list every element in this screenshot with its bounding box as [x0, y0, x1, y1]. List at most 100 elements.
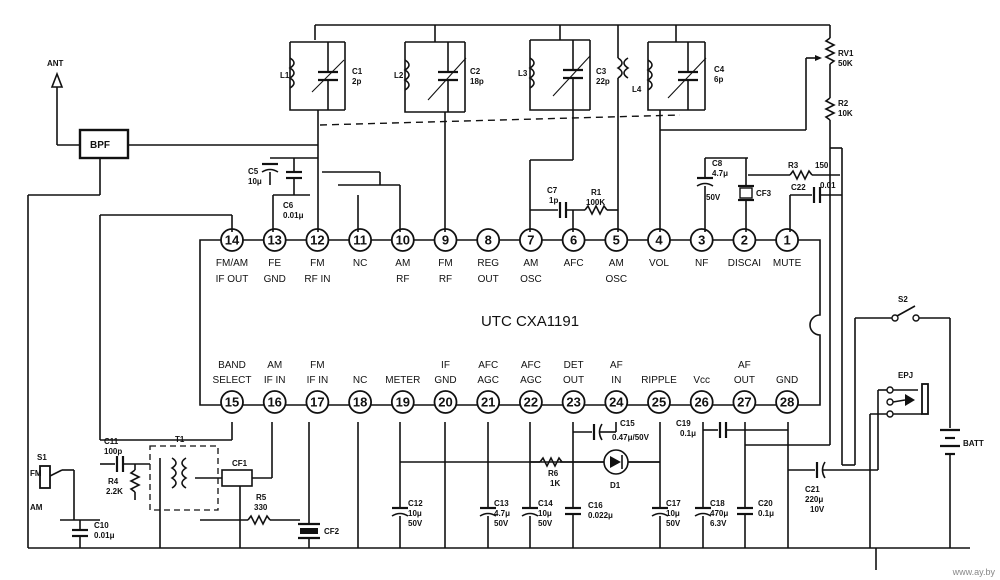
pin-number: 20	[438, 395, 452, 410]
pin-circle	[262, 390, 287, 414]
pin-number: 16	[267, 395, 281, 410]
pin-label-line1: FM	[438, 258, 452, 269]
pin-label-line1: DET	[564, 360, 584, 371]
pin-label-line2: GND	[264, 274, 286, 285]
pin-label-line1: FM	[310, 258, 324, 269]
svg-text:50V: 50V	[408, 519, 423, 528]
pin-label-line2: SELECT	[213, 375, 252, 386]
svg-text:R4: R4	[108, 477, 119, 486]
svg-text:S1: S1	[37, 453, 47, 462]
led-d1: D1	[560, 449, 660, 490]
pin-label-line2: RF	[396, 274, 409, 285]
svg-text:C19: C19	[676, 419, 691, 428]
svg-text:2p: 2p	[352, 77, 361, 86]
ic-title: UTC CXA1191	[481, 313, 579, 330]
svg-text:0.47μ/50V: 0.47μ/50V	[612, 433, 650, 442]
pin-label-line2: OSC	[605, 274, 627, 285]
svg-text:R3: R3	[788, 161, 799, 170]
pin-number: 12	[310, 233, 324, 248]
pin-number: 1	[783, 233, 790, 248]
svg-text:BPF: BPF	[90, 140, 110, 151]
pin-circle	[390, 390, 415, 414]
svg-text:C17: C17	[666, 499, 681, 508]
pin-circle	[220, 390, 244, 414]
svg-text:50V: 50V	[494, 519, 509, 528]
svg-text:0.022μ: 0.022μ	[588, 511, 613, 520]
pin-circle	[604, 390, 629, 414]
cap-c18: C18 470μ 6.3V	[694, 422, 728, 548]
pin-label-line1: MUTE	[773, 258, 802, 269]
tank-l2-c2: L2 C2 18p	[394, 41, 484, 113]
pin-circle	[519, 228, 543, 252]
svg-text:AM: AM	[30, 503, 43, 512]
pin-label-line2: AGC	[477, 375, 499, 386]
svg-text:50V: 50V	[706, 193, 721, 202]
cap-c13: C13 4.7μ 50V	[479, 422, 510, 548]
pin-circle	[476, 390, 501, 414]
svg-text:D1: D1	[610, 481, 621, 490]
gang-link	[319, 114, 681, 126]
ceramic-filter-cf1: CF1	[221, 422, 273, 548]
svg-text:C11: C11	[104, 437, 119, 446]
svg-text:R6: R6	[548, 469, 559, 478]
pin-circle	[433, 390, 458, 414]
pin-number: 13	[267, 233, 281, 248]
svg-text:0.01μ: 0.01μ	[94, 531, 115, 540]
pin-number: 21	[481, 395, 495, 410]
svg-text:C10: C10	[94, 521, 109, 530]
pin-number: 24	[609, 395, 624, 410]
svg-text:L3: L3	[518, 69, 528, 78]
pin-number: 9	[442, 233, 449, 248]
pin-label-line2: IN	[611, 375, 621, 386]
svg-text:50V: 50V	[538, 519, 553, 528]
svg-text:BATT: BATT	[963, 439, 984, 448]
svg-text:1K: 1K	[550, 479, 560, 488]
pin-circle	[647, 390, 671, 414]
pin-circle	[689, 228, 714, 252]
ic-body	[199, 239, 821, 406]
svg-text:C7: C7	[547, 186, 558, 195]
cap-c17: C17 10μ 50V	[651, 422, 681, 548]
battery: BATT	[940, 318, 984, 548]
svg-text:100p: 100p	[104, 447, 122, 456]
ic-pin-3: 3NF	[689, 228, 714, 269]
svg-text:C2: C2	[470, 67, 481, 76]
pin-label-line1: AM	[609, 258, 624, 269]
svg-text:C4: C4	[714, 65, 725, 74]
pin-number: 17	[310, 395, 324, 410]
pin-label-line1: BAND	[218, 360, 246, 371]
pin-number: 3	[698, 233, 705, 248]
svg-text:10V: 10V	[810, 505, 825, 514]
pin-label-line1: NF	[695, 258, 708, 269]
pin-label-line1: AFC	[478, 360, 498, 371]
cap-c7-res-r1: C7 1p R1 100K	[530, 186, 618, 232]
pin-number: 19	[396, 395, 410, 410]
svg-text:CF2: CF2	[324, 527, 340, 536]
pin-circle	[305, 390, 330, 414]
band-switch-s1: S1 FM AM	[30, 453, 75, 520]
cap-c11-res-r4: C11 100p R4 2.2K	[100, 437, 150, 500]
svg-text:ANT: ANT	[47, 59, 64, 68]
res-r3-cap-c22: R3 150 C22 0.01	[748, 161, 842, 232]
svg-text:10μ: 10μ	[666, 509, 680, 518]
cap-c12: C12 10μ 50V	[391, 422, 423, 548]
tank-l1-c1: L1 C1 2p	[280, 41, 363, 111]
pin-label-line2: RIPPLE	[641, 375, 677, 386]
res-r6: R6 1K	[530, 456, 563, 488]
pin-label-line1: NC	[353, 258, 367, 269]
svg-text:C21: C21	[805, 485, 820, 494]
svg-text:150: 150	[815, 161, 829, 170]
pin-label-line1: AM	[267, 360, 282, 371]
svg-text:R2: R2	[838, 99, 849, 108]
